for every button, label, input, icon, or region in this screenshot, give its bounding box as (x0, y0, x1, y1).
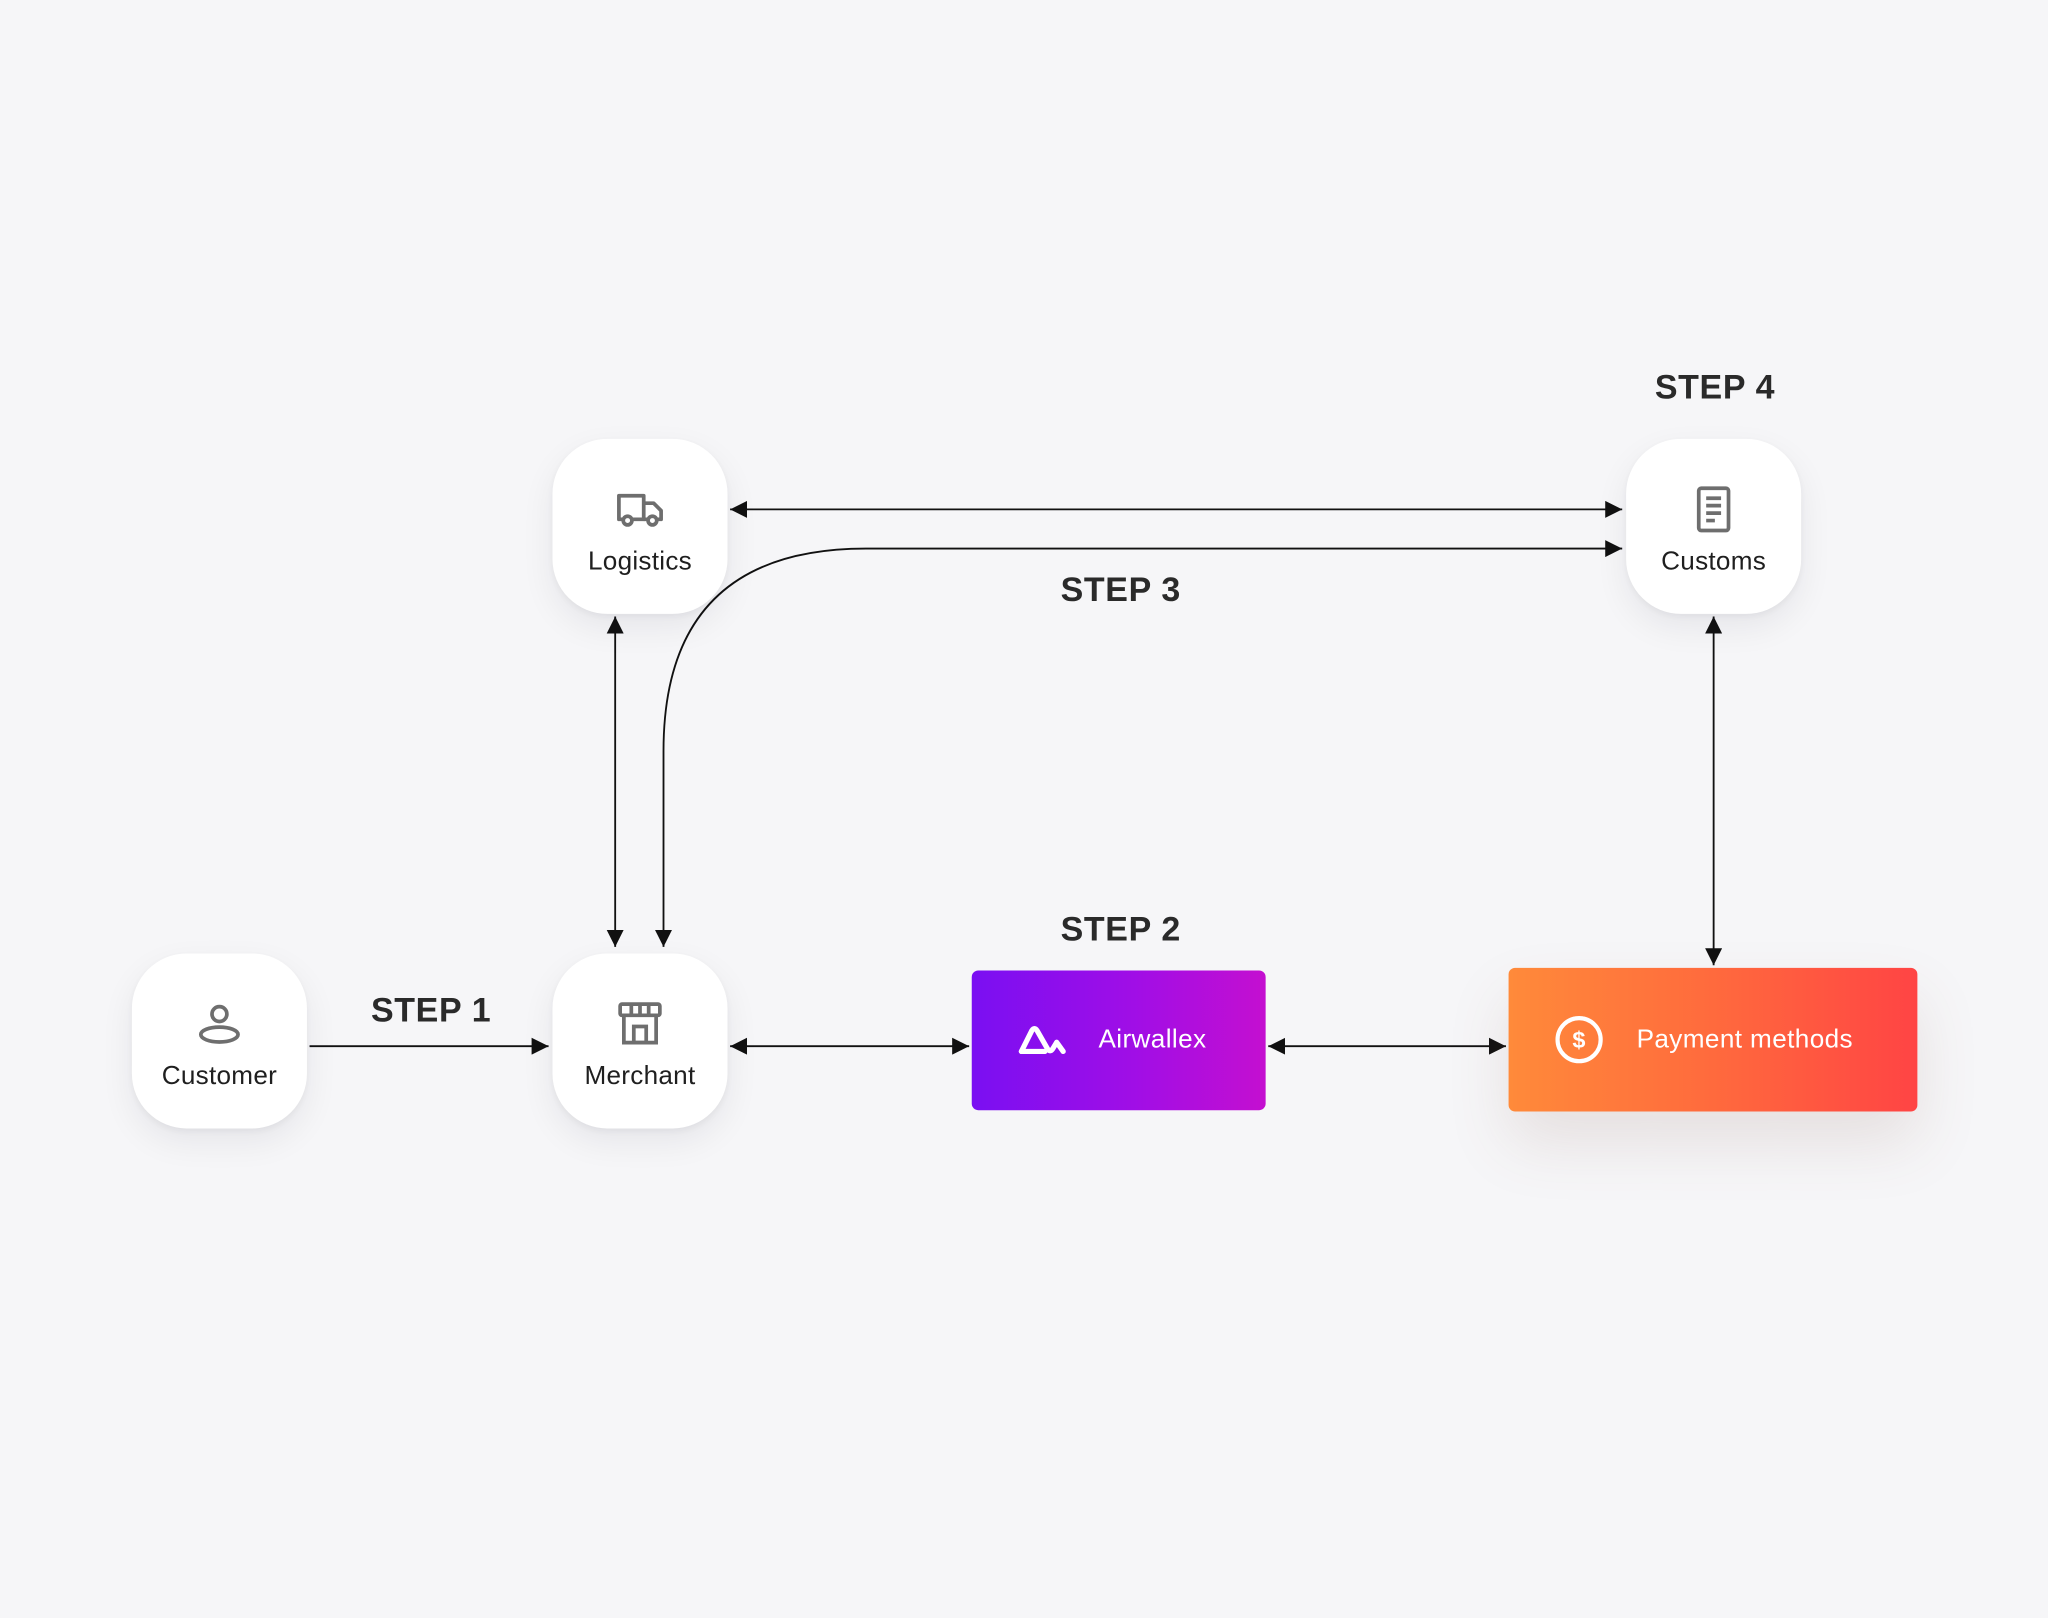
storefront-icon (618, 1001, 662, 1044)
payment-methods-node: $ Payment methods (1508, 967, 1918, 1112)
step-2-label: STEP 2 (1060, 909, 1181, 949)
truck-icon (617, 493, 663, 527)
svg-text:$: $ (1572, 1027, 1585, 1053)
airwallex-logo-icon (1018, 1025, 1066, 1054)
arrow-merchant-customs (655, 540, 1623, 947)
person-icon (198, 1004, 240, 1044)
document-icon (1696, 485, 1731, 532)
merchant-label: Merchant (584, 1061, 696, 1090)
customs-node: Customs (1626, 438, 1802, 614)
step-1-label: STEP 1 (370, 990, 492, 1030)
payment-methods-label: Payment methods (1636, 1024, 1853, 1054)
airwallex-node: Airwallex (971, 970, 1266, 1111)
logistics-label: Logistics (587, 546, 692, 576)
customer-node: Customer (131, 953, 307, 1129)
logistics-node: Logistics (552, 438, 728, 614)
merchant-node: Merchant (552, 953, 728, 1129)
step-3-label: STEP 3 (1060, 569, 1181, 609)
customs-label: Customs (1661, 546, 1767, 576)
dollar-circle-icon: $ (1555, 1016, 1603, 1064)
airwallex-label: Airwallex (1098, 1025, 1207, 1055)
customer-label: Customer (161, 1061, 278, 1090)
step-4-label: STEP 4 (1654, 367, 1776, 407)
